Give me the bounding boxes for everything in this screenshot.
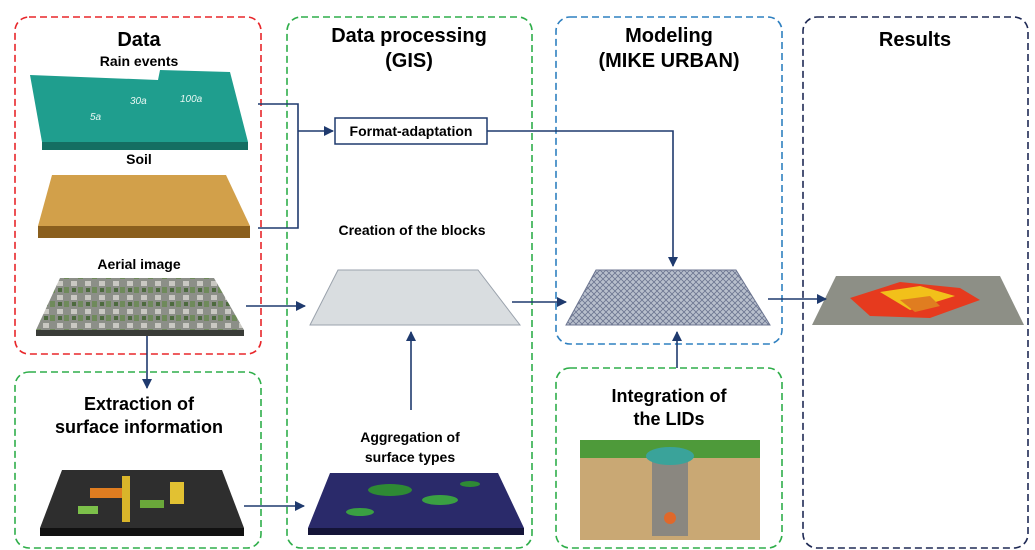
- extraction-section-box: [14, 371, 262, 549]
- modeling-section-box: [555, 16, 783, 345]
- soil-label: Soil: [126, 151, 152, 167]
- extraction-title-2: surface information: [55, 417, 223, 437]
- rain-layer-icon: 5a 30a 100a: [30, 70, 248, 150]
- aggregation-label-1: Aggregation of: [360, 429, 460, 445]
- results-title: Results: [879, 29, 951, 51]
- processing-title-2: (GIS): [385, 50, 433, 72]
- rain-events-label: Rain events: [100, 53, 179, 69]
- aggregation-label-2: surface types: [365, 449, 455, 465]
- mesh-icon: [565, 269, 771, 326]
- soil-layer-icon: [38, 175, 250, 238]
- lids-title-1: Integration of: [612, 386, 728, 406]
- lids-section-box: [555, 367, 783, 549]
- extraction-map-icon: [40, 470, 244, 536]
- data-title: Data: [117, 29, 161, 51]
- format-adaptation-label: Format-adaptation: [350, 123, 473, 139]
- creation-blocks-label: Creation of the blocks: [338, 222, 485, 238]
- rain-tag-100a: 100a: [180, 94, 203, 105]
- results-map-icon: [812, 276, 1024, 325]
- aerial-image-label: Aerial image: [97, 256, 180, 272]
- results-section-box: [802, 16, 1029, 549]
- lids-title-2: the LIDs: [633, 409, 704, 429]
- modeling-title-1: Modeling: [625, 25, 713, 47]
- processing-title-1: Data processing: [331, 25, 487, 47]
- lid-cross-section-icon: [580, 440, 760, 540]
- format-adaptation-box: [334, 117, 488, 145]
- extraction-title-1: Extraction of: [84, 394, 195, 414]
- rain-tag-30a: 30a: [130, 96, 147, 107]
- arrows: [142, 103, 827, 511]
- aerial-image-icon: [36, 278, 244, 336]
- aggregation-map-icon: [308, 473, 524, 535]
- modeling-title-2: (MIKE URBAN): [598, 50, 739, 72]
- rain-tag-5a: 5a: [90, 112, 102, 123]
- processing-section-box: [286, 16, 533, 549]
- blocks-icon: [309, 269, 522, 326]
